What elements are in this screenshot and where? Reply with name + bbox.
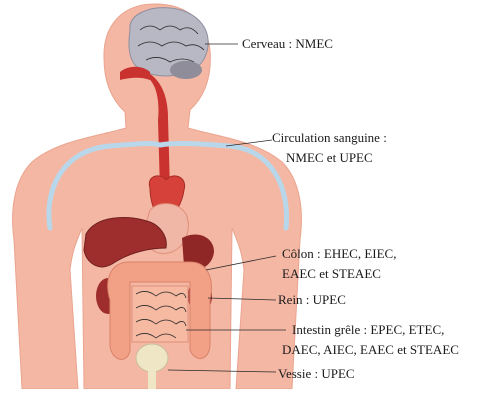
label-intestine-line2: DAEC, AIEC, EAEC et STEAEC [282,342,459,357]
label-colon-line1: Côlon : EHEC, EIEC, [282,246,396,261]
label-colon-line2: EAEC et STEAEC [282,266,381,281]
label-bladder: Vessie : UPEC [278,366,355,381]
label-intestine-line1: Intestin grêle : EPEC, ETEC, [292,322,444,337]
label-kidney: Rein : UPEC [278,292,346,307]
label-circulation-line2: NMEC et UPEC [286,150,373,165]
label-brain: Cerveau : NMEC [242,36,333,51]
cerebellum-shape [170,61,202,79]
label-circulation-line1: Circulation sanguine : [272,130,387,145]
bladder-shape [136,344,168,372]
urethra-shape [148,370,156,389]
small-intestine-shape [132,286,188,342]
